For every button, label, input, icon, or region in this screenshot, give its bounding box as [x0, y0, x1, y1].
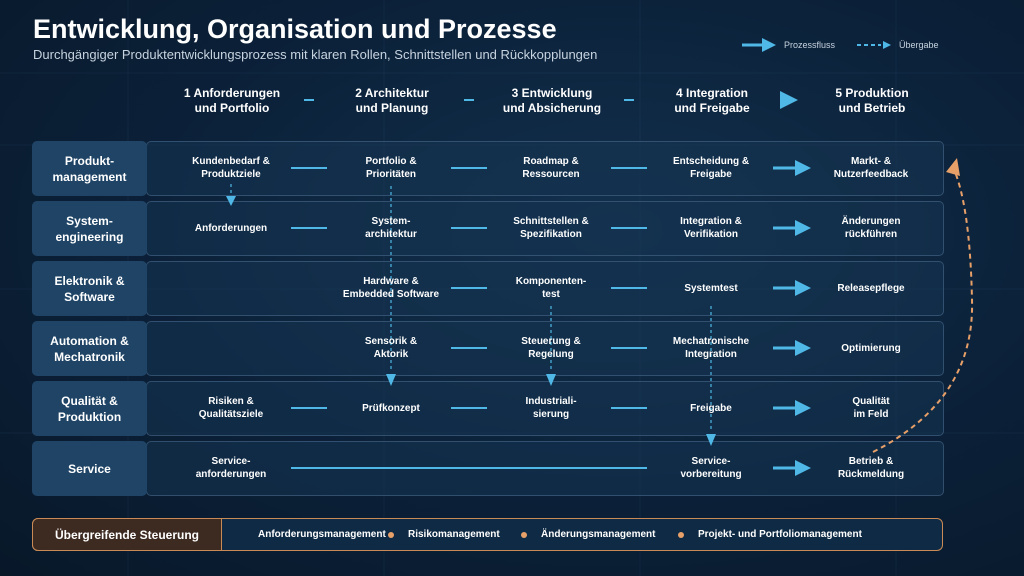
cell-marktfeedback: Markt- & Nutzerfeedback	[833, 156, 909, 180]
legend-flow: Prozessfluss	[742, 38, 835, 52]
lane-panel-3	[146, 261, 944, 316]
lane-label-qualitaet-produktion: Qualität & Produktion	[32, 381, 147, 436]
page-title: Entwicklung, Organisation und Prozesse	[33, 14, 557, 44]
governance-dot	[678, 532, 684, 538]
cell-systemarchitektur: System- architektur	[365, 216, 417, 240]
legend-handover-label: Übergabe	[899, 40, 939, 50]
cell-freigabe: Freigabe	[690, 402, 732, 414]
lane-label-elektronik-software: Elektronik & Software	[32, 261, 147, 316]
lane-panel-1	[146, 141, 944, 196]
lane-panel-2	[146, 201, 944, 256]
cell-portfolio: Portfolio & Prioritäten	[365, 156, 417, 180]
governance-dot	[388, 532, 394, 538]
governance-item-risikomanagement: Risikomanagement	[408, 529, 500, 540]
cell-optimierung: Optimierung	[841, 342, 901, 354]
cell-systemtest: Systemtest	[684, 282, 738, 294]
cell-komponententest: Komponenten- test	[515, 276, 587, 300]
cell-betrieb-rueckmeldung: Betrieb & Rückmeldung	[837, 456, 905, 480]
governance-label: Übergreifende Steuerung	[32, 518, 222, 551]
lane-panel-5	[146, 381, 944, 436]
lane-label-produktmanagement: Produkt- management	[32, 141, 147, 196]
stage-5: 5 Produktion und Betrieb	[835, 86, 909, 115]
legend-handover: Übergabe	[857, 38, 939, 52]
cell-steuerung: Steuerung & Regelung	[521, 336, 581, 360]
cell-kundenbedarf: Kundenbedarf & Produktziele	[192, 156, 270, 180]
lane-label-service: Service	[32, 441, 147, 496]
cell-qualitaet-feld: Qualität im Feld	[852, 396, 890, 420]
solid-arrow-icon	[742, 38, 776, 52]
cell-roadmap: Roadmap & Ressourcen	[522, 156, 580, 180]
cell-risiken: Risiken & Qualitätsziele	[198, 396, 264, 420]
stage-2: 2 Architektur und Planung	[355, 86, 429, 115]
governance-item-aenderungsmanagement: Änderungsmanagement	[541, 529, 656, 540]
cell-serviceanforderungen: Service- anforderungen	[195, 456, 267, 480]
cell-mechatronische-integration: Mechatronische Integration	[672, 336, 750, 360]
governance-item-projekt-portfoliomanagement: Projekt- und Portfoliomanagement	[698, 529, 862, 540]
stage-3: 3 Entwicklung und Absicherung	[502, 86, 602, 115]
cell-pruefkonzept: Prüfkonzept	[362, 402, 420, 414]
cell-aenderungen: Änderungen rückführen	[841, 216, 901, 240]
cell-integration-verifikation: Integration & Verifikation	[680, 216, 742, 240]
cell-hardware-software: Hardware & Embedded Software	[342, 276, 440, 300]
stage-1: 1 Anforderungen und Portfolio	[183, 86, 281, 115]
cell-entscheidung: Entscheidung & Freigabe	[672, 156, 750, 180]
governance-dot	[521, 532, 527, 538]
cell-anforderungen: Anforderungen	[194, 222, 268, 234]
lane-panel-4	[146, 321, 944, 376]
lane-label-systemengineering: System- engineering	[32, 201, 147, 256]
cell-industrialisierung: Industriali- sierung	[525, 396, 577, 420]
stage-4: 4 Integration und Freigabe	[674, 86, 750, 115]
page-subtitle: Durchgängiger Produktentwicklungsprozess…	[33, 47, 598, 62]
cell-releasepflege: Releasepflege	[837, 282, 905, 294]
legend-flow-label: Prozessfluss	[784, 40, 836, 50]
cell-sensorik: Sensorik & Aktorik	[364, 336, 418, 360]
lane-label-automation-mechatronik: Automation & Mechatronik	[32, 321, 147, 376]
governance-item-anforderungsmanagement: Anforderungsmanagement	[258, 529, 386, 540]
cell-servicevorbereitung: Service- vorbereitung	[680, 456, 742, 480]
cell-schnittstellen: Schnittstellen & Spezifikation	[513, 216, 589, 240]
dashed-arrow-icon	[857, 41, 891, 49]
